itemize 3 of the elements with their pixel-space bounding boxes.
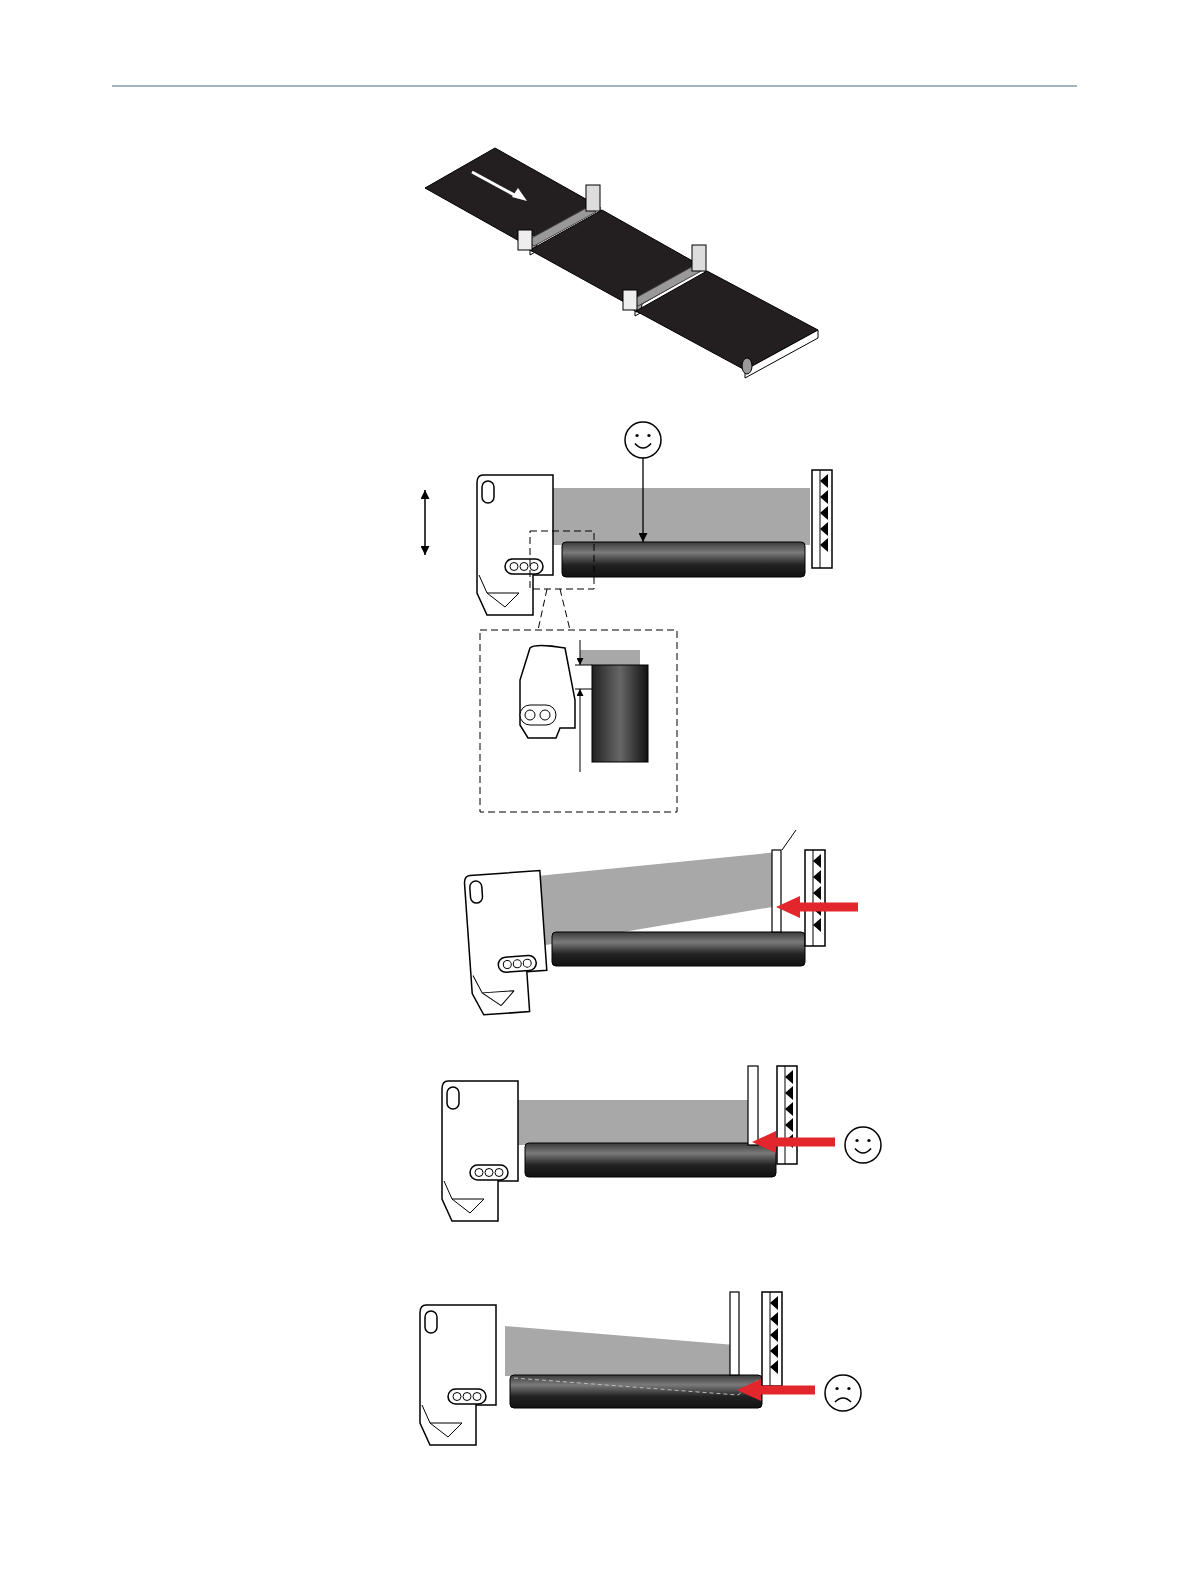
smiley-icon bbox=[624, 421, 662, 459]
arrow bbox=[638, 457, 648, 543]
roll bbox=[561, 541, 806, 578]
